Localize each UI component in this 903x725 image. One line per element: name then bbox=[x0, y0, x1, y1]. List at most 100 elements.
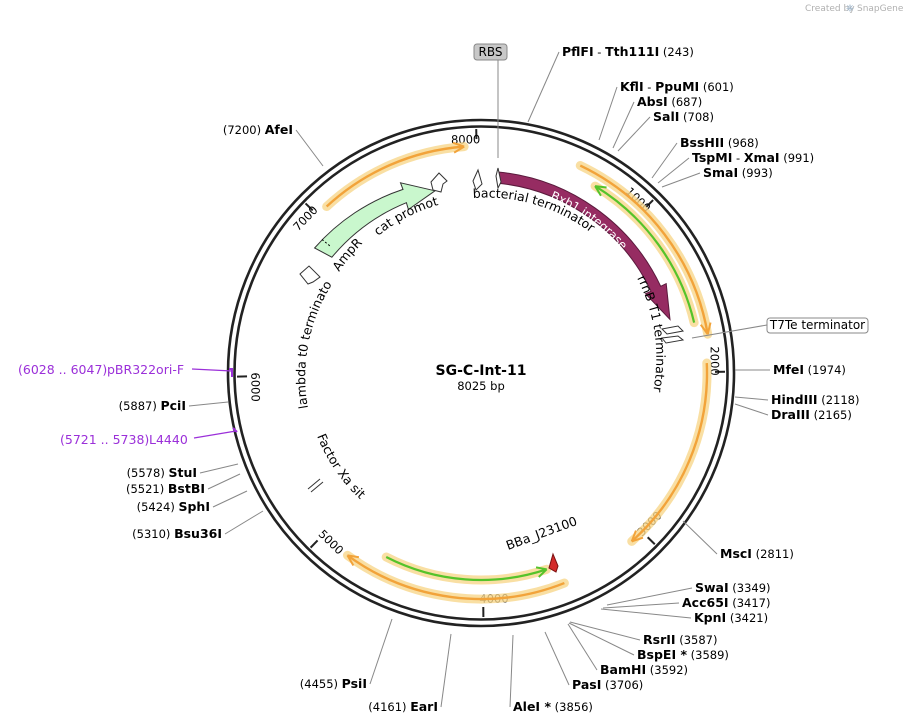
site-text: DraIII (2165) bbox=[771, 407, 852, 422]
site-absi[interactable]: AbsI (687) bbox=[612, 94, 702, 149]
snapgene-brand-text: SnapGene bbox=[857, 4, 903, 14]
ampr-signal-marker bbox=[321, 239, 331, 247]
bacterial-terminator-glyph-right bbox=[495, 167, 502, 190]
site-text: KflI - PpuMI (601) bbox=[620, 79, 734, 94]
site-eari[interactable]: (4161) EarI bbox=[368, 633, 452, 714]
site-text: (5424) SphI bbox=[137, 499, 210, 514]
t7te-terminator-label: T7Te terminator bbox=[769, 318, 865, 332]
site-leader bbox=[600, 608, 692, 619]
bacterial-terminator-glyph-left bbox=[472, 168, 483, 191]
site-leader bbox=[661, 172, 701, 188]
site-text: TspMI - XmaI (991) bbox=[692, 150, 814, 165]
l4440-primer-name[interactable]: L4440 bbox=[149, 432, 188, 447]
site-leader bbox=[527, 51, 560, 123]
site-leader bbox=[602, 602, 680, 609]
bxb1-integrase-feature[interactable] bbox=[497, 171, 671, 321]
site-leader bbox=[369, 618, 393, 685]
orf-arc-right[interactable] bbox=[630, 362, 709, 543]
site-text: AbsI (687) bbox=[637, 94, 702, 109]
site-psii[interactable]: (4455) PsiI bbox=[300, 618, 393, 691]
orf-arc-bottom[interactable] bbox=[346, 554, 565, 601]
site-leader bbox=[544, 631, 570, 686]
site-sphi[interactable]: (5424) SphI bbox=[137, 490, 248, 514]
site-text: BssHII (968) bbox=[680, 135, 759, 150]
site-leader bbox=[606, 587, 693, 606]
backbone-outer-ring bbox=[226, 118, 736, 628]
site-leader bbox=[657, 157, 690, 184]
factor-xa-label: Factor Xa site bbox=[0, 0, 369, 502]
site-text: BspEI * (3589) bbox=[637, 647, 729, 662]
site-leader bbox=[598, 86, 618, 141]
site-pasi[interactable]: PasI (3706) bbox=[544, 631, 643, 692]
site-hindiii[interactable]: HindIII (2118) bbox=[734, 392, 859, 407]
orf-arc-top-right-inner-arrowhead bbox=[594, 185, 607, 197]
tick-mark bbox=[645, 199, 654, 208]
orf-arc-right-halo bbox=[627, 358, 712, 546]
pbr322ori-primer-range: (6028 .. 6047) bbox=[18, 362, 107, 377]
site-leader bbox=[612, 101, 635, 149]
site-msci[interactable]: MscI (2811) bbox=[682, 520, 794, 561]
pbr322ori-primer-mark bbox=[229, 368, 233, 377]
site-afei[interactable]: (7200) AfeI bbox=[223, 122, 324, 167]
site-kpni[interactable]: KpnI (3421) bbox=[600, 608, 768, 625]
site-text: BamHI (3592) bbox=[600, 662, 688, 677]
orf-arc-top-right[interactable] bbox=[579, 164, 709, 335]
site-mfei[interactable]: MfeI (1974) bbox=[735, 362, 846, 377]
orf-arc-top-left[interactable] bbox=[325, 145, 465, 208]
site-smai[interactable]: SmaI (993) bbox=[661, 165, 773, 188]
restriction-sites: PflFI - Tth111I (243)KflI - PpuMI (601)A… bbox=[119, 44, 860, 714]
site-leader bbox=[295, 129, 324, 167]
svg-text:lambda t0 terminator: lambda t0 terminator bbox=[0, 0, 335, 410]
site-text: (5578) StuI bbox=[127, 465, 197, 480]
site-alei[interactable]: AleI * (3856) bbox=[509, 634, 593, 714]
site-text: (7200) AfeI bbox=[223, 122, 293, 137]
site-acc65i[interactable]: Acc65I (3417) bbox=[602, 595, 770, 610]
rbs-label: RBS bbox=[479, 45, 503, 59]
site-bsshii[interactable]: BssHII (968) bbox=[651, 135, 759, 179]
site-leader bbox=[569, 621, 641, 641]
site-pflfi[interactable]: PflFI - Tth111I (243) bbox=[527, 44, 694, 123]
site-stui[interactable]: (5578) StuI bbox=[127, 463, 239, 480]
site-pcii[interactable]: (5887) PciI bbox=[119, 398, 229, 413]
rrnb-terminator-glyph-1 bbox=[660, 325, 685, 335]
site-text: (4161) EarI bbox=[368, 699, 438, 714]
site-text: RsrII (3587) bbox=[643, 632, 717, 647]
rbs-box[interactable] bbox=[473, 43, 508, 61]
orf-arc-bottom-inner[interactable] bbox=[385, 556, 548, 582]
site-text: AleI * (3856) bbox=[513, 699, 593, 714]
site-bamhi[interactable]: BamHI (3592) bbox=[567, 623, 688, 677]
backbone-inner-ring bbox=[233, 125, 729, 621]
site-text: SmaI (993) bbox=[703, 165, 773, 180]
site-text: PflFI - Tth111I (243) bbox=[562, 44, 694, 59]
site-bspei[interactable]: BspEI * (3589) bbox=[568, 622, 729, 662]
l4440-primer-mark bbox=[232, 427, 238, 433]
site-tspmi[interactable]: TspMI - XmaI (991) bbox=[657, 150, 814, 184]
site-text: Acc65I (3417) bbox=[682, 595, 770, 610]
t7te-leader bbox=[691, 324, 768, 339]
orf-arc-right-arrowhead bbox=[630, 530, 644, 543]
l4440-primer-leader bbox=[193, 430, 237, 439]
site-leader bbox=[188, 401, 229, 407]
site-bsu36i[interactable]: (5310) Bsu36I bbox=[132, 510, 264, 541]
tick-mark bbox=[646, 536, 656, 545]
site-text: (4455) PsiI bbox=[300, 676, 367, 691]
site-rsrii[interactable]: RsrII (3587) bbox=[569, 621, 717, 647]
created-by-text: Created by bbox=[805, 4, 855, 14]
orf-arc-top-right-inner[interactable] bbox=[594, 185, 696, 323]
rrnb-terminator-glyph-2 bbox=[661, 335, 685, 344]
site-bstbi[interactable]: (5521) BstBI bbox=[126, 473, 241, 496]
pbr322ori-primer-name[interactable]: pBR322ori-F bbox=[107, 362, 184, 377]
orf-arc-top-left-arrowhead bbox=[452, 141, 465, 154]
site-sali[interactable]: SalI (708) bbox=[617, 109, 714, 152]
ampr-feature[interactable] bbox=[313, 182, 437, 258]
site-leader bbox=[440, 633, 452, 708]
site-text: HindIII (2118) bbox=[771, 392, 859, 407]
lambda-terminator-label: lambda t0 terminator bbox=[0, 0, 335, 410]
site-kfli[interactable]: KflI - PpuMI (601) bbox=[598, 79, 734, 141]
tick-label: 7000 bbox=[290, 203, 320, 234]
site-draiii[interactable]: DraIII (2165) bbox=[734, 403, 852, 422]
bba-j23100-promoter-icon[interactable] bbox=[548, 552, 559, 573]
site-leader bbox=[734, 396, 769, 401]
plasmid-title: SG-C-Int-11 bbox=[436, 363, 527, 379]
site-swai[interactable]: SwaI (3349) bbox=[606, 580, 771, 606]
